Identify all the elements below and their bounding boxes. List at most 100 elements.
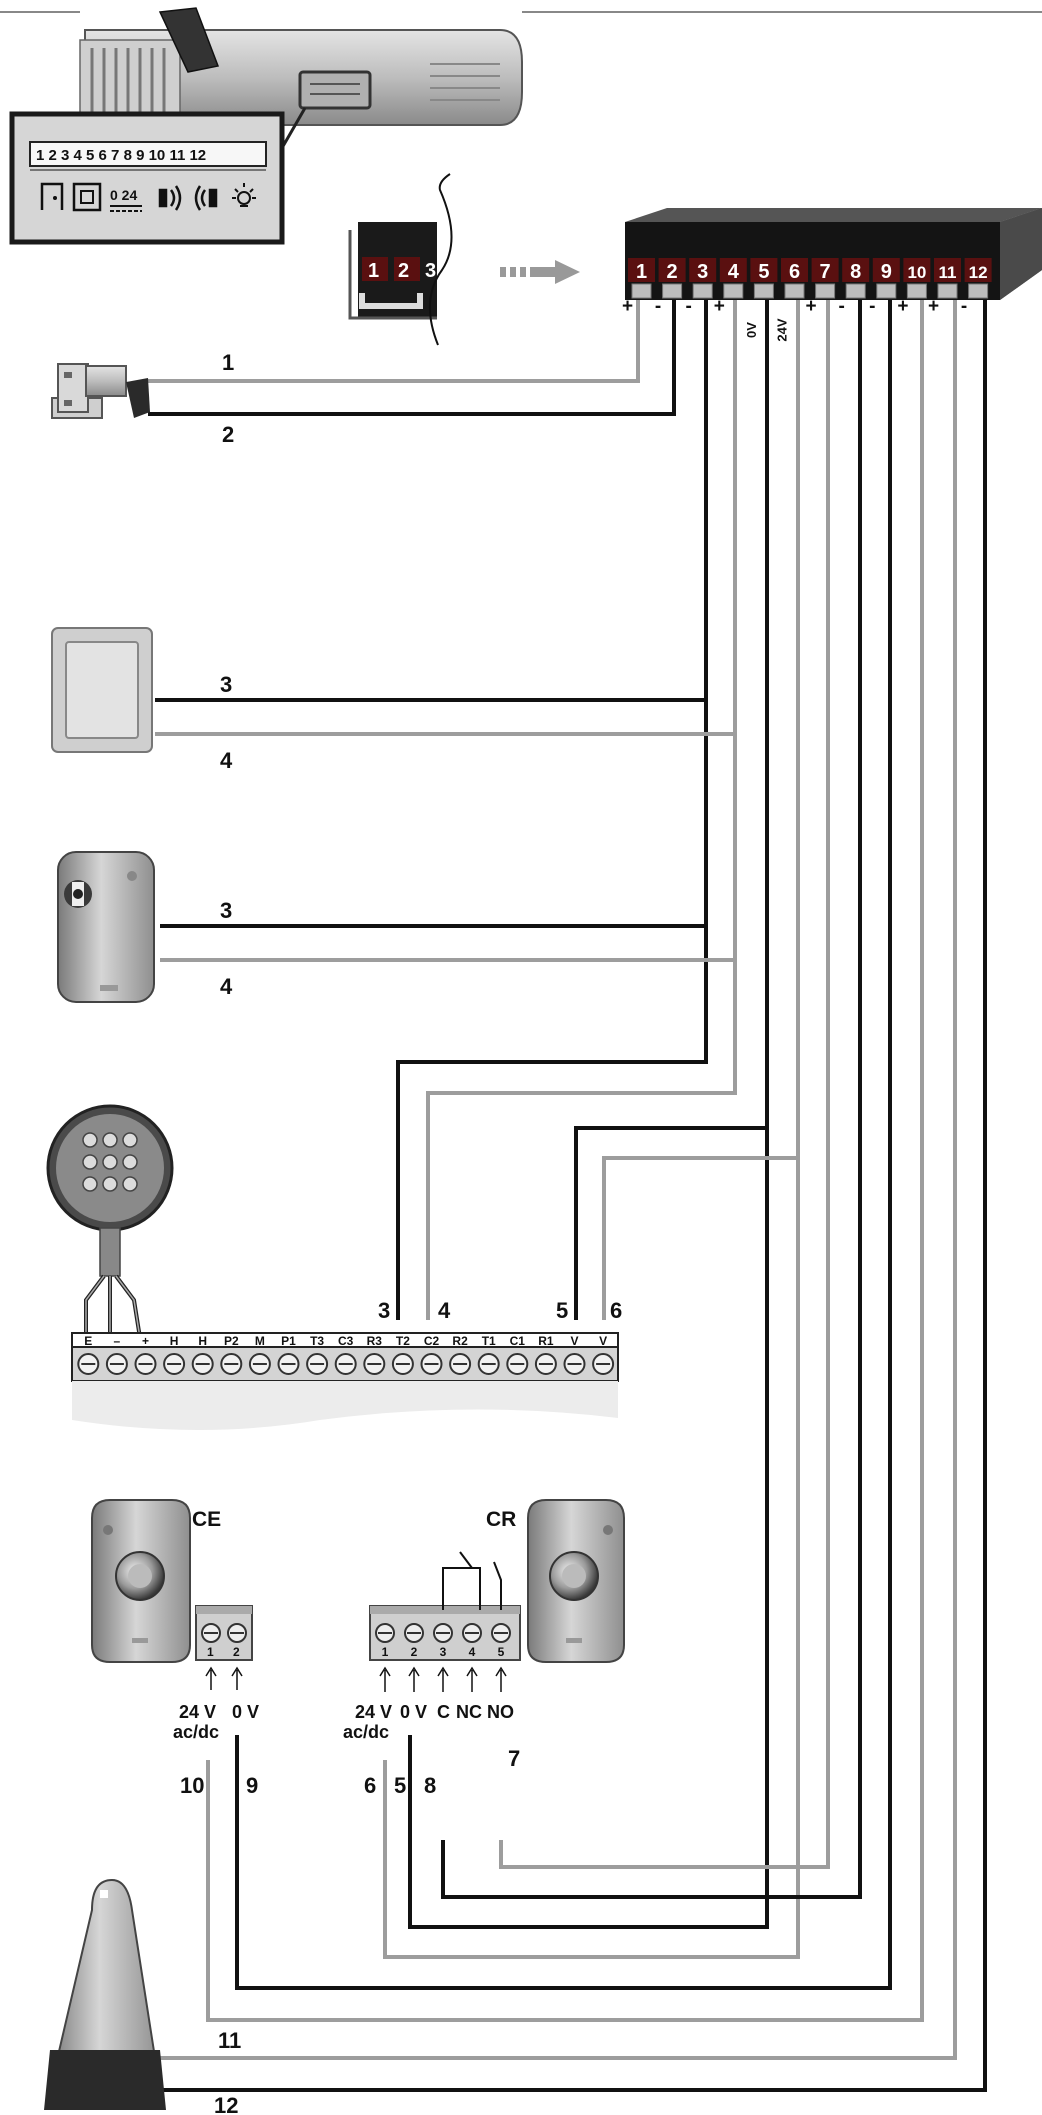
cr-terminal: 1 xyxy=(375,1623,395,1692)
terminal-polarity: 0V xyxy=(744,322,759,338)
keypad-terminal: E xyxy=(77,1334,100,1375)
lamp-icon xyxy=(232,183,256,207)
wire-10 xyxy=(206,290,924,2022)
gate-icon xyxy=(40,182,64,210)
terminal-number: 5 xyxy=(758,261,769,283)
label-keypad-5: 5 xyxy=(556,1298,568,1323)
terminal-polarity: + xyxy=(897,296,908,317)
motor-voltage-label: 0 24 xyxy=(110,187,137,203)
keypad-terminal-label: + xyxy=(142,1334,149,1348)
keypad xyxy=(46,1104,174,1339)
keypad-terminal-label: H xyxy=(198,1334,207,1348)
terminal-cell: 10+ xyxy=(897,258,931,317)
ce-title: CE xyxy=(192,1508,221,1531)
keypad-terminal-label: H xyxy=(170,1334,179,1348)
keypad-terminal: H xyxy=(191,1334,214,1375)
cr-terminal-number: 2 xyxy=(411,1645,418,1659)
photocell-ce: CE 1 2 24 V ac/dc 0 V xyxy=(91,1499,259,1742)
keypad-terminal-label: R2 xyxy=(452,1334,468,1348)
ce-0v: 0 V xyxy=(232,1702,259,1722)
cr-terminal: 4 xyxy=(462,1623,482,1692)
arrow-up-icon xyxy=(437,1666,449,1692)
terminal-cell: 5 0V xyxy=(744,258,778,338)
cr-terminal-number: 4 xyxy=(469,1645,476,1659)
keypad-terminal-label: C2 xyxy=(424,1334,440,1348)
motor-illustration xyxy=(79,7,523,149)
terminal-cell: 12- xyxy=(961,258,992,317)
keypad-terminal: T1 xyxy=(477,1334,500,1375)
terminal-polarity: - xyxy=(961,296,967,317)
label-wire-2: 2 xyxy=(222,422,234,447)
terminal-polarity: - xyxy=(839,296,845,317)
terminal-cell: 4+ xyxy=(714,258,747,317)
wire-2 xyxy=(148,290,676,416)
wire-5-keypad xyxy=(574,290,769,1320)
terminal-number: 6 xyxy=(789,261,800,283)
keypad-terminal: C2 xyxy=(420,1334,443,1375)
ce-terminal-1: 1 xyxy=(207,1645,214,1659)
terminal-cell: 2- xyxy=(655,258,686,317)
keypad-terminal: P2 xyxy=(220,1334,243,1375)
cr-terminal-number: 1 xyxy=(382,1645,389,1659)
cr-terminal: 2 xyxy=(404,1623,424,1692)
keypad-terminal-label: P2 xyxy=(224,1334,239,1348)
terminal-cell: 3- xyxy=(686,258,717,317)
wire-9 xyxy=(235,290,892,1990)
arrow-up-icon xyxy=(379,1666,391,1692)
keypad-terminal: V xyxy=(592,1334,615,1375)
keypad-terminal: R3 xyxy=(363,1334,386,1375)
wire-4-trunk xyxy=(426,290,737,1320)
terminal-cell: 8- xyxy=(839,258,870,317)
wire-11 xyxy=(160,290,957,2060)
label-switch-3: 3 xyxy=(220,672,232,697)
terminal-number: 4 xyxy=(728,261,740,283)
arrow-up-icon xyxy=(466,1666,478,1692)
ce-24v: 24 V xyxy=(179,1702,216,1722)
cr-no: NO xyxy=(487,1702,514,1722)
arrow-icon xyxy=(500,260,580,284)
keypad-terminal-label: T1 xyxy=(482,1334,496,1348)
signal-in-icon xyxy=(194,185,218,211)
terminal-polarity: + xyxy=(928,296,939,317)
cr-terminal: 3 xyxy=(433,1623,453,1692)
cr-c: C xyxy=(437,1702,450,1722)
terminal-cell: 7+ xyxy=(806,258,839,317)
keypad-terminal-label: P1 xyxy=(281,1334,296,1348)
wall-switch xyxy=(51,627,153,753)
terminal-number: 2 xyxy=(667,261,678,283)
key-switch xyxy=(57,851,155,1003)
wire-7 xyxy=(499,290,830,1869)
terminal-polarity: 24V xyxy=(775,318,790,341)
label-switch-4: 4 xyxy=(220,748,233,773)
label-lamp-12: 12 xyxy=(214,2093,238,2115)
label-lamp-11: 11 xyxy=(218,2028,241,2053)
terminal-number: 3 xyxy=(697,261,708,283)
label-photo-7: 7 xyxy=(508,1746,520,1771)
terminal-number: 11 xyxy=(939,263,957,282)
keypad-terminal-label: M xyxy=(255,1334,265,1348)
arrow-up-icon xyxy=(408,1666,420,1692)
terminal-number: 9 xyxy=(881,261,892,283)
label-photo-5: 5 xyxy=(394,1773,406,1798)
terminal-polarity: - xyxy=(869,296,875,317)
keypad-terminal-label: C3 xyxy=(338,1334,354,1348)
wire-5-photocell xyxy=(408,1128,769,1929)
keypad-terminal: R2 xyxy=(449,1334,472,1375)
cr-0v: 0 V xyxy=(400,1702,427,1722)
flashing-lamp xyxy=(44,1878,166,2110)
ce-terminal-2: 2 xyxy=(233,1645,240,1659)
label-key-3: 3 xyxy=(220,898,232,923)
keypad-terminal-label: E xyxy=(84,1334,92,1348)
keypad-terminal: T2 xyxy=(391,1334,414,1375)
ce-acdc: ac/dc xyxy=(173,1722,219,1742)
terminal-polarity: + xyxy=(714,296,725,317)
keypad-terminal-label: C1 xyxy=(510,1334,526,1348)
keypad-terminal: + xyxy=(134,1334,157,1375)
keypad-terminal: R1 xyxy=(534,1334,557,1375)
terminal-number: 1 xyxy=(636,261,647,283)
wire-labels: 1 2 3 4 3 4 3 4 5 6 10 9 6 5 8 7 11 12 xyxy=(180,350,622,2115)
connector-insert: 1 2 3 xyxy=(348,173,465,350)
terminal-polarity: + xyxy=(622,296,633,317)
